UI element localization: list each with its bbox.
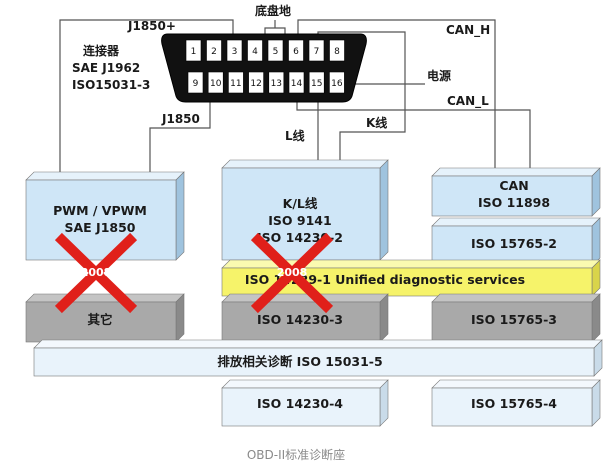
box-iso15765-2 bbox=[431, 217, 601, 267]
top-pin-label: 1 bbox=[191, 47, 197, 57]
bottom-pin-label: 14 bbox=[291, 79, 303, 89]
protocol-boxes bbox=[25, 159, 603, 427]
bottom-pin-label: 16 bbox=[331, 79, 343, 89]
top-pin-label: 4 bbox=[252, 47, 258, 57]
bottom-pin-12: 12 bbox=[248, 71, 264, 94]
bottom-pin-9: 9 bbox=[187, 71, 204, 94]
bottom-pin-10: 10 bbox=[207, 71, 224, 94]
wire-j1850-plus bbox=[59, 19, 234, 172]
top-pin-label: 8 bbox=[334, 47, 340, 57]
top-pin-2: 2 bbox=[206, 39, 222, 62]
box-iso15765-3 bbox=[431, 293, 601, 343]
bottom-pin-label: 15 bbox=[311, 79, 322, 89]
top-pin-5: 5 bbox=[267, 39, 284, 62]
box-kl-line bbox=[221, 159, 389, 261]
labels: 底盘地 J1850+ 连接器 SAE J1962 ISO15031-3 J185… bbox=[72, 3, 490, 143]
text-pwm-2: SAE J1850 bbox=[64, 220, 135, 235]
text-iso14230-3: ISO 14230-3 bbox=[257, 312, 343, 327]
text-kl-1: K/L线 bbox=[283, 196, 318, 211]
text-iso15765-3: ISO 15765-3 bbox=[471, 312, 557, 327]
bottom-pin-label: 13 bbox=[271, 79, 282, 89]
top-pin-label: 7 bbox=[314, 47, 320, 57]
label-chassis-ground: 底盘地 bbox=[255, 3, 291, 18]
bottom-pin-11: 11 bbox=[228, 71, 244, 94]
text-unified: ISO 14229-1 Unified diagnostic services bbox=[245, 272, 525, 287]
box-iso14230-4 bbox=[221, 379, 389, 427]
box-iso15765-4 bbox=[431, 379, 601, 427]
wire-can-h bbox=[297, 19, 496, 172]
bottom-pin-label: 10 bbox=[210, 79, 222, 89]
wire-j1850-minus bbox=[149, 97, 211, 172]
box-can bbox=[431, 167, 601, 217]
top-pin-3: 3 bbox=[226, 39, 243, 62]
x-mark-middle-year: 2008 bbox=[277, 266, 308, 279]
x-mark-middle-stroke-2 bbox=[250, 232, 334, 314]
label-l-line: L线 bbox=[285, 128, 305, 143]
wire-can-l bbox=[296, 97, 531, 172]
pins-bottom-row: 9 10 11 12 13 14 15 16 bbox=[187, 71, 345, 94]
x-mark-left: 2008 bbox=[54, 232, 138, 314]
label-power: 电源 bbox=[427, 68, 451, 83]
box-pwm-vpwm bbox=[25, 171, 185, 261]
text-emission: 排放相关诊断 ISO 15031-5 bbox=[217, 354, 382, 369]
x-mark-left-stroke-2 bbox=[54, 232, 138, 314]
bottom-pin-label: 9 bbox=[193, 79, 199, 89]
label-k-line: K线 bbox=[366, 115, 387, 130]
text-kl-2: ISO 9141 bbox=[268, 213, 331, 228]
box-unified-services bbox=[221, 259, 601, 297]
label-can-l: CAN_L bbox=[447, 94, 489, 109]
text-can-1: CAN bbox=[499, 178, 528, 193]
wires bbox=[59, 19, 531, 172]
bottom-pin-16: 16 bbox=[329, 71, 345, 94]
bottom-pin-15: 15 bbox=[308, 71, 325, 94]
bottom-pin-14: 14 bbox=[288, 71, 305, 94]
top-pin-1: 1 bbox=[185, 39, 202, 62]
bottom-pin-label: 12 bbox=[250, 79, 261, 89]
text-iso15765-4: ISO 15765-4 bbox=[471, 396, 557, 411]
wire-k-line bbox=[317, 31, 406, 172]
x-mark-left-year: 2008 bbox=[81, 266, 112, 279]
caption: OBD-II标准诊断座 bbox=[247, 447, 345, 462]
x-mark-middle: 2008 bbox=[250, 232, 334, 314]
bottom-pin-label: 11 bbox=[230, 79, 241, 89]
label-iso15031-3: ISO15031-3 bbox=[72, 78, 150, 92]
top-pin-label: 5 bbox=[273, 47, 279, 57]
label-sae-j1962: SAE J1962 bbox=[72, 61, 140, 75]
box-texts: PWM / VPWM SAE J1850 K/L线 ISO 9141 ISO 1… bbox=[53, 178, 557, 411]
bottom-pin-13: 13 bbox=[268, 71, 285, 94]
text-iso14230-4: ISO 14230-4 bbox=[257, 396, 343, 411]
top-pin-label: 3 bbox=[232, 47, 238, 57]
box-emission bbox=[33, 339, 603, 377]
top-pin-4: 4 bbox=[247, 39, 263, 62]
text-iso15765-2: ISO 15765-2 bbox=[471, 236, 557, 251]
top-pin-7: 7 bbox=[308, 39, 325, 62]
top-pin-label: 6 bbox=[293, 47, 299, 57]
label-can-h: CAN_H bbox=[446, 23, 490, 38]
text-other: 其它 bbox=[87, 312, 112, 327]
top-pin-label: 2 bbox=[211, 47, 217, 57]
label-connector-title: 连接器 bbox=[83, 43, 120, 58]
top-pin-8: 8 bbox=[329, 39, 345, 62]
pins-top-row: 1 2 3 4 5 6 7 8 bbox=[185, 39, 345, 62]
top-pin-6: 6 bbox=[288, 39, 304, 62]
label-j1850-plus: J1850+ bbox=[127, 19, 176, 33]
label-j1850-minus: J1850 bbox=[161, 112, 200, 126]
text-can-2: ISO 11898 bbox=[478, 195, 550, 210]
text-pwm-1: PWM / VPWM bbox=[53, 203, 147, 218]
